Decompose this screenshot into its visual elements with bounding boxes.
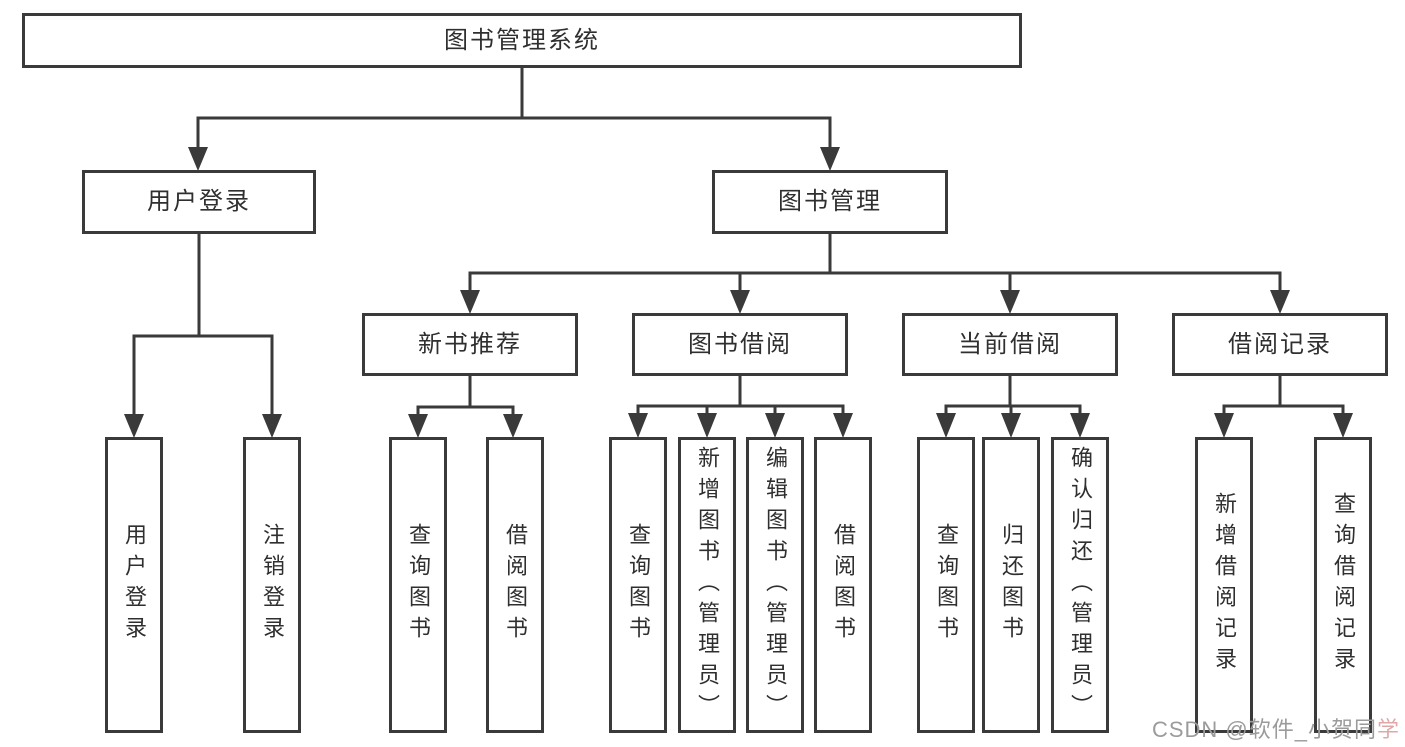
node-new-book-recommend: 新书推荐 [362,313,578,376]
leaf-query-books-borrow: 查询图书 [609,437,667,733]
leaf-add-borrow-record: 新增借阅记录 [1195,437,1253,733]
edges-root-to-level2 [188,68,840,171]
node-user-login: 用户登录 [82,170,316,234]
leaf-logout: 注销登录 [243,437,301,733]
leaf-query-books-borrow-label: 查询图书 [626,523,651,647]
leaf-query-books-recommend: 查询图书 [389,437,447,733]
leaf-query-books-recommend-label: 查询图书 [406,523,431,647]
node-root: 图书管理系统 [22,13,1022,68]
node-book-borrow-label: 图书借阅 [688,330,792,358]
node-book-borrow: 图书借阅 [632,313,848,376]
leaf-borrow-books-recommend-label: 借阅图书 [503,523,528,647]
node-new-book-recommend-label: 新书推荐 [418,330,522,358]
leaf-confirm-return-admin-label: 确认归还（管理员） [1068,445,1093,725]
leaf-add-book-admin: 新增图书（管理员） [678,437,736,733]
node-current-borrow-label: 当前借阅 [958,330,1062,358]
leaf-confirm-return-admin: 确认归还（管理员） [1051,437,1109,733]
watermark: CSDN @软件_小贺同学 [1152,712,1400,744]
node-borrow-records: 借阅记录 [1172,313,1388,376]
node-current-borrow: 当前借阅 [902,313,1118,376]
leaf-edit-book-admin-label: 编辑图书（管理员） [763,445,788,725]
edges-book-management-to-level3 [460,234,1290,314]
edges-new-book-recommend-to-leaves [408,376,523,438]
leaf-user-login-label: 用户登录 [122,523,147,647]
edges-user-login-to-leaves [124,234,282,438]
leaf-logout-label: 注销登录 [260,523,285,647]
leaf-edit-book-admin: 编辑图书（管理员） [746,437,804,733]
leaf-query-borrow-record: 查询借阅记录 [1314,437,1372,733]
leaf-query-books-current-label: 查询图书 [934,523,959,647]
node-root-label: 图书管理系统 [444,26,600,54]
edges-current-borrow-to-leaves [936,376,1090,438]
leaf-borrow-books-label: 借阅图书 [831,523,856,647]
node-borrow-records-label: 借阅记录 [1228,330,1332,358]
watermark-text: CSDN @软件_小贺同 [1151,717,1377,742]
node-book-management: 图书管理 [712,170,948,234]
leaf-user-login: 用户登录 [105,437,163,733]
leaf-query-borrow-record-label: 查询借阅记录 [1331,492,1356,678]
node-user-login-label: 用户登录 [147,188,251,215]
leaf-return-book: 归还图书 [982,437,1040,733]
leaf-add-book-admin-label: 新增图书（管理员） [695,445,720,725]
node-book-management-label: 图书管理 [778,188,882,215]
leaf-query-books-current: 查询图书 [917,437,975,733]
edges-book-borrow-to-leaves [628,376,853,438]
edges-borrow-records-to-leaves [1214,376,1353,438]
leaf-borrow-books: 借阅图书 [814,437,872,733]
watermark-accent-char: 学 [1376,717,1400,742]
leaf-add-borrow-record-label: 新增借阅记录 [1212,492,1237,678]
leaf-borrow-books-recommend: 借阅图书 [486,437,544,733]
leaf-return-book-label: 归还图书 [999,523,1024,647]
